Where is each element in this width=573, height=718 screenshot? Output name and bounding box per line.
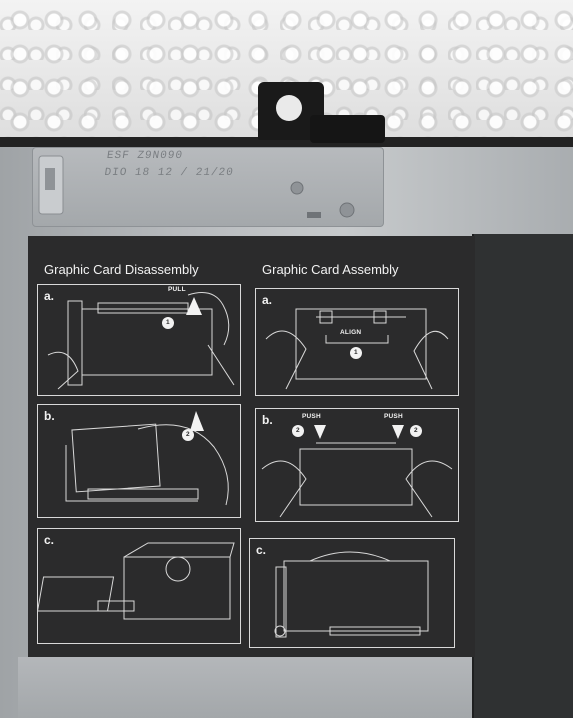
step-label: b. [262,413,273,427]
right-door [472,234,573,718]
callout-push-left: PUSH [302,413,321,420]
latch-hole [276,95,302,121]
callout-number: 2 [186,431,190,438]
disassembly-step-b: b. 2 [37,404,241,518]
step-label: b. [44,409,55,423]
illustration [261,425,453,518]
chassis-edge [0,137,573,147]
callout-push-right: PUSH [384,413,403,420]
disassembly-step-c: c. [37,528,241,644]
chassis-bottom [18,657,472,718]
callout-pull: PULL [168,286,186,293]
step-label: a. [262,293,273,307]
stamp-line-1: ESF Z9N090 [105,150,184,162]
metal-bracket [32,147,384,227]
callout-number-left: 2 [296,427,300,434]
assembly-step-c: c. [249,538,455,648]
disassembly-step-a: a. PULL 1 [37,284,241,396]
disassembly-heading: Graphic Card Disassembly [44,262,199,277]
step-label: c. [44,533,55,547]
illustration [265,308,449,390]
assembly-heading: Graphic Card Assembly [262,262,399,277]
instruction-label: Graphic Card Disassembly Graphic Card As… [28,236,475,657]
callout-number-right: 2 [414,427,418,434]
assembly-step-a: a. ALIGN 1 [255,288,459,396]
illustration [38,542,235,620]
stamp-text: ESF Z9N090 DIO 18 12 / 21/20 [102,148,238,190]
illustration [47,292,235,390]
callout-number: 1 [354,349,358,356]
illustration [274,551,429,638]
assembly-step-b: b. PUSH PUSH 2 2 [255,408,459,522]
step-label: c. [256,543,267,557]
step-label: a. [44,289,55,303]
latch-arm [310,115,385,143]
stamp-line-2: DIO 18 12 / 21/20 [103,167,235,179]
callout-align: ALIGN [340,329,362,336]
callout-number: 1 [166,319,170,326]
illustration [65,411,229,506]
